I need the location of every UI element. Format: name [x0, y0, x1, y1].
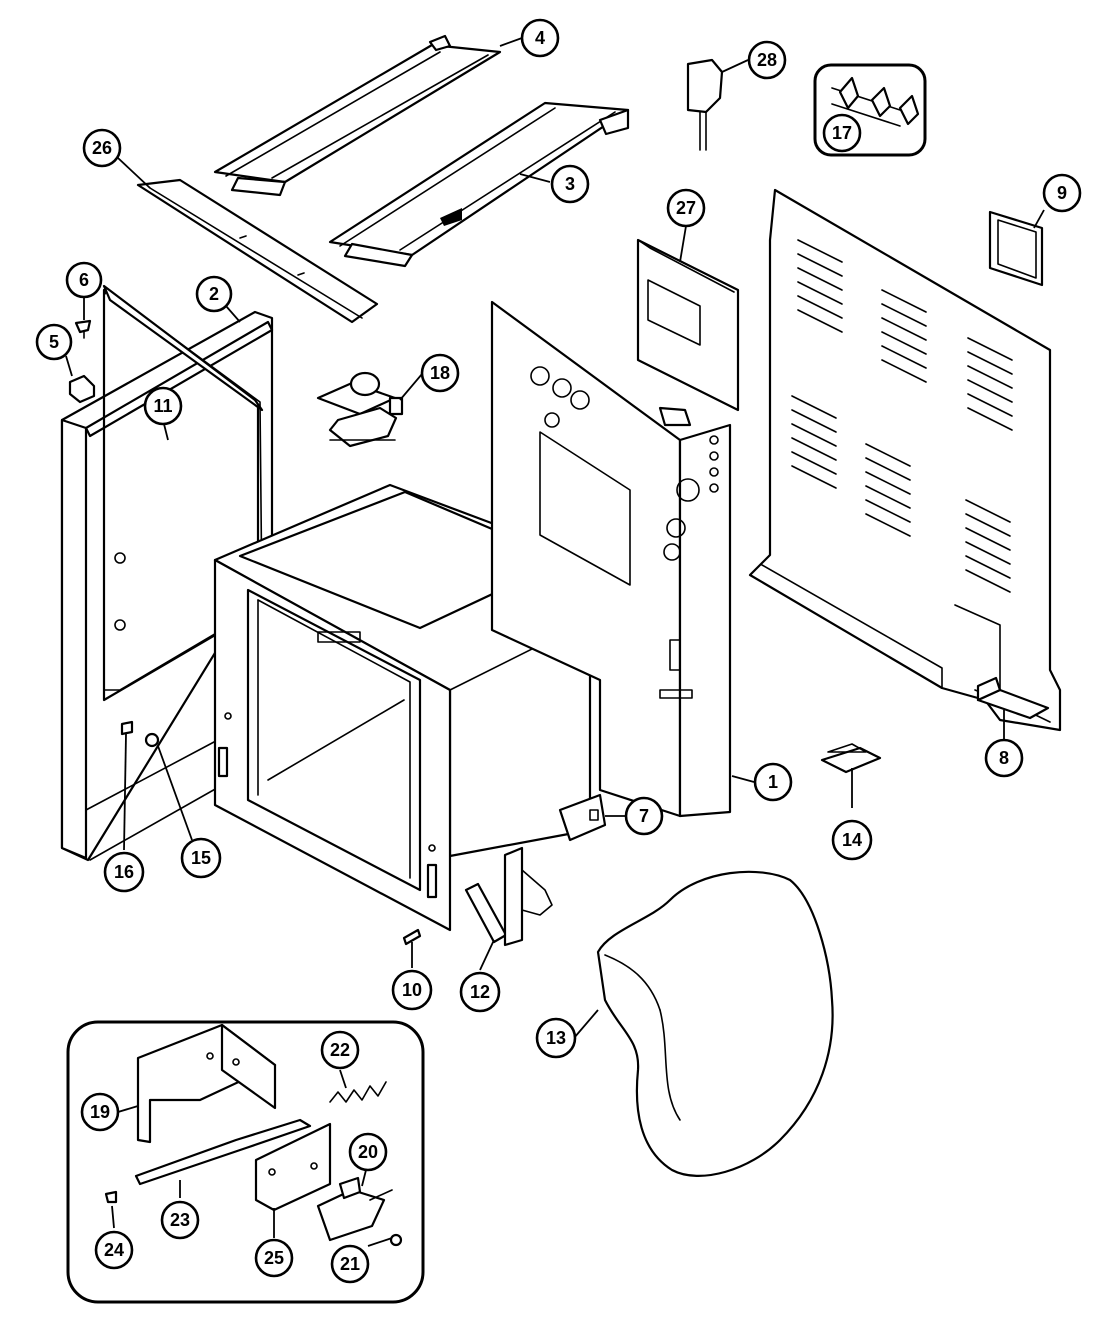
callout-26: 26	[82, 128, 122, 168]
part-16-screw	[120, 720, 134, 736]
vent-group-1	[797, 239, 843, 333]
callout-5: 5	[35, 323, 73, 361]
part-12-hinge	[464, 846, 553, 947]
svg-text:24: 24	[104, 1240, 124, 1260]
svg-text:15: 15	[191, 848, 211, 868]
callout-7: 7	[624, 796, 664, 836]
part-5-clip	[68, 374, 96, 404]
callout-13: 13	[535, 1017, 577, 1059]
part-15-nut	[144, 732, 160, 748]
callout-28: 28	[747, 40, 787, 80]
svg-text:28: 28	[757, 50, 777, 70]
part-22-spring	[329, 1081, 387, 1103]
svg-text:20: 20	[358, 1142, 378, 1162]
part-14-bracket	[820, 743, 882, 774]
part-1-back-frame	[490, 300, 732, 818]
svg-text:17: 17	[832, 123, 852, 143]
part-28-sensor	[686, 58, 724, 151]
inset-latch-parts	[66, 1020, 425, 1304]
callout-23: 23	[160, 1200, 200, 1240]
svg-text:10: 10	[402, 980, 422, 1000]
rear-panel	[748, 188, 1062, 732]
svg-text:22: 22	[330, 1040, 350, 1060]
part-21-screw	[389, 1233, 403, 1247]
svg-text:27: 27	[676, 198, 696, 218]
callout-8: 8	[984, 738, 1024, 778]
vent-group-4	[791, 395, 837, 489]
callout-18: 18	[420, 353, 460, 393]
part-27-window-cover	[636, 238, 740, 412]
svg-text:14: 14	[842, 830, 862, 850]
part-11-rail	[102, 284, 264, 412]
svg-text:26: 26	[92, 138, 112, 158]
callout-24: 24	[94, 1230, 134, 1270]
part-7-bracket	[558, 793, 607, 842]
callout-16: 16	[103, 851, 145, 893]
svg-text:3: 3	[565, 174, 575, 194]
callout-25: 25	[254, 1238, 294, 1278]
svg-text:6: 6	[79, 270, 89, 290]
svg-text:23: 23	[170, 1210, 190, 1230]
part-8-bracket	[976, 676, 1050, 720]
svg-text:5: 5	[49, 332, 59, 352]
callout-2: 2	[195, 275, 233, 313]
part-6-screw	[74, 319, 92, 339]
part-26-strip	[136, 178, 379, 324]
vent-group-3	[967, 337, 1013, 431]
svg-text:25: 25	[264, 1248, 284, 1268]
vent-group-6	[965, 499, 1011, 593]
part-17-inset	[813, 63, 927, 157]
callout-11: 11	[143, 386, 183, 426]
callout-1: 1	[753, 762, 793, 802]
svg-text:2: 2	[209, 284, 219, 304]
callout-3: 3	[550, 164, 590, 204]
part-13-insulation	[596, 870, 834, 1177]
svg-text:8: 8	[999, 748, 1009, 768]
callout-17: 17	[822, 113, 862, 153]
svg-text:9: 9	[1057, 183, 1067, 203]
callout-20: 20	[348, 1132, 388, 1172]
part-4-top-channel	[213, 34, 502, 197]
callout-22: 22	[320, 1030, 360, 1070]
part-24-pin	[104, 1190, 118, 1204]
callout-15: 15	[180, 837, 222, 879]
svg-text:1: 1	[768, 772, 778, 792]
svg-text:18: 18	[430, 363, 450, 383]
callout-9: 9	[1042, 173, 1082, 213]
callout-27: 27	[666, 188, 706, 228]
callout-6: 6	[65, 261, 103, 299]
leaders	[65, 37, 1045, 1247]
part-19-bracket	[136, 1023, 277, 1144]
part-25-plate	[254, 1122, 332, 1212]
part-23-rod	[134, 1118, 312, 1186]
callout-10: 10	[391, 969, 433, 1011]
part-20-switch	[316, 1176, 393, 1242]
callout-4: 4	[520, 18, 560, 58]
part-3-lower-channel	[328, 101, 630, 268]
svg-text:12: 12	[470, 982, 490, 1002]
part-9-bracket	[988, 210, 1044, 287]
svg-text:21: 21	[340, 1254, 360, 1274]
vent-group-2	[881, 289, 927, 383]
callout-19: 19	[80, 1092, 120, 1132]
callout-12: 12	[459, 971, 501, 1013]
svg-text:16: 16	[114, 862, 134, 882]
part-10-screw	[402, 928, 422, 946]
svg-text:7: 7	[639, 806, 649, 826]
svg-text:19: 19	[90, 1102, 110, 1122]
svg-text:4: 4	[535, 28, 545, 48]
part-18-latch	[316, 371, 404, 448]
svg-text:11: 11	[153, 396, 172, 416]
vent-group-5	[865, 443, 911, 537]
callout-14: 14	[831, 819, 873, 861]
part-2-side-panel	[60, 288, 274, 862]
callout-21: 21	[330, 1244, 370, 1284]
svg-text:13: 13	[546, 1028, 566, 1048]
